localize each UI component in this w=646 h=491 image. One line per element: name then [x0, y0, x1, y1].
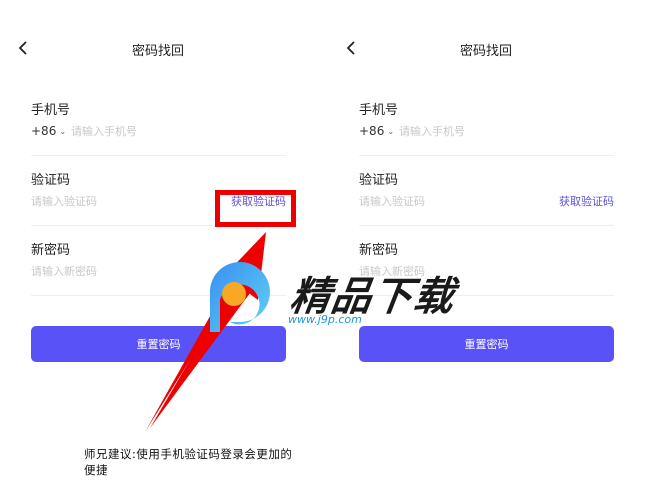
phone-input[interactable]	[71, 122, 271, 140]
code-input[interactable]	[359, 192, 529, 210]
code-row: 获取验证码	[31, 186, 286, 226]
highlight-box	[215, 190, 296, 227]
nav-bar: 密码找回	[0, 36, 316, 62]
chevron-down-icon: ⌄	[59, 127, 67, 136]
new-password-input[interactable]	[31, 262, 271, 280]
chevron-down-icon: ⌄	[387, 127, 395, 136]
country-code-value: +86	[31, 124, 57, 138]
get-code-button[interactable]: 获取验证码	[559, 195, 614, 208]
reset-password-button[interactable]: 重置密码	[31, 326, 286, 362]
new-password-input[interactable]	[359, 262, 599, 280]
reset-password-button[interactable]: 重置密码	[359, 326, 614, 362]
page-title: 密码找回	[459, 44, 512, 59]
code-label: 验证码	[359, 173, 399, 188]
code-row: 获取验证码	[359, 186, 614, 226]
phone-row: +86⌄	[31, 116, 286, 156]
code-input[interactable]	[31, 192, 201, 210]
get-code-button[interactable]: 获取验证码	[231, 195, 286, 208]
chevron-left-icon[interactable]	[14, 38, 34, 58]
chevron-left-icon[interactable]	[342, 38, 362, 58]
new-password-label: 新密码	[359, 243, 399, 258]
phone-row: +86⌄	[359, 116, 614, 156]
country-code-select[interactable]: +86⌄	[359, 124, 394, 138]
password-recovery-screen-left: 密码找回 手机号 +86⌄ 验证码 获取验证码 新密码 重置密码	[0, 0, 316, 491]
country-code-select[interactable]: +86⌄	[31, 124, 66, 138]
page-title: 密码找回	[131, 44, 184, 59]
nav-bar: 密码找回	[328, 36, 644, 62]
password-recovery-screen-right: 密码找回 手机号 +86⌄ 验证码 获取验证码 新密码 重置密码	[328, 0, 644, 491]
phone-input[interactable]	[399, 122, 599, 140]
code-label: 验证码	[31, 173, 71, 188]
new-password-label: 新密码	[31, 243, 71, 258]
phone-label: 手机号	[31, 103, 71, 118]
phone-label: 手机号	[359, 103, 399, 118]
tip-text: 师兄建议:使用手机验证码登录会更加的便捷	[84, 447, 293, 477]
new-password-row	[359, 256, 614, 296]
country-code-value: +86	[359, 124, 385, 138]
new-password-row	[31, 256, 286, 296]
